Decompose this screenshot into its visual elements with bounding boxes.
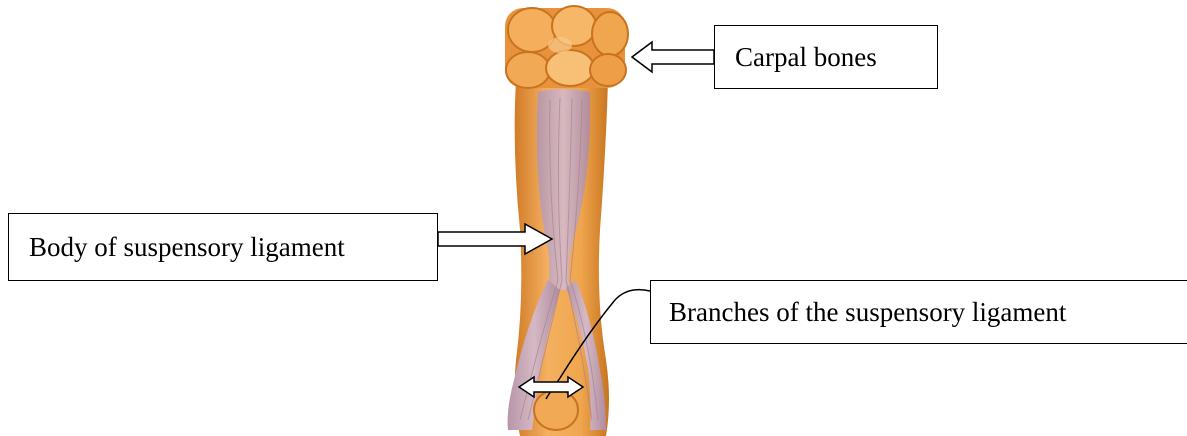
sesamoid-bone [534,390,578,430]
carpal-bones [505,6,628,88]
ligament-branches-text: Branches of the suspensory ligament [669,297,1066,328]
ligament-body-label: Body of suspensory ligament [8,213,438,281]
ligament-body-text: Body of suspensory ligament [29,232,345,263]
carpal-bones-text: Carpal bones [735,42,877,73]
ligament-branches-label: Branches of the suspensory ligament [650,280,1187,344]
carpal-arrow [632,42,714,72]
carpal-bones-label: Carpal bones [714,25,938,89]
